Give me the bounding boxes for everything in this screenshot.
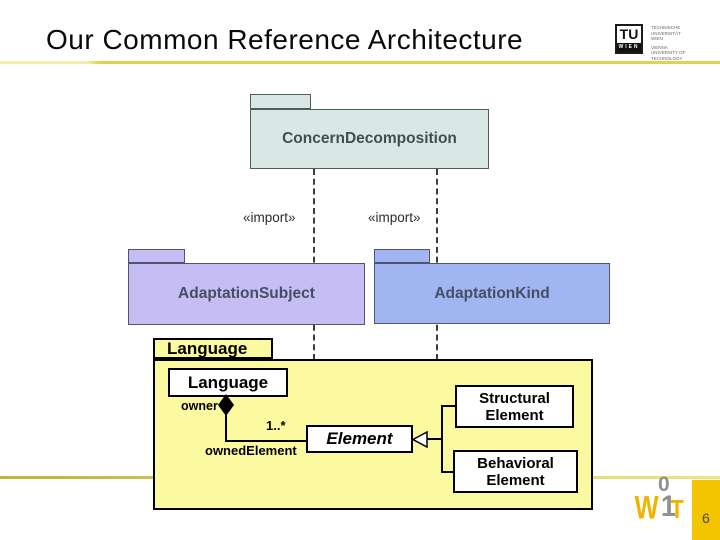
wit-logo-one: 1 bbox=[660, 490, 676, 523]
wit-logo-t: T bbox=[670, 494, 684, 524]
class-language-name: Language bbox=[187, 372, 269, 392]
tu-text-en-line: UNIVERSITY OF bbox=[651, 50, 686, 55]
wit-logo: 0 W 1 T bbox=[630, 470, 692, 540]
composition-diamond-icon bbox=[218, 394, 234, 416]
wit-logo-w: W bbox=[634, 489, 659, 526]
generalization-line-vertical bbox=[441, 405, 443, 473]
page-number: 6 bbox=[702, 510, 710, 526]
package-concern-decomposition: ConcernDecomposition bbox=[250, 109, 489, 169]
tu-logo-box: TU WIEN bbox=[615, 24, 643, 54]
package-adaptation-kind: AdaptationKind bbox=[374, 263, 610, 324]
package-adaptation-kind-label: AdaptationKind bbox=[434, 284, 550, 302]
tu-logo-text: TECHNISCHE UNIVERSITÄT WIEN VIENNA UNIVE… bbox=[651, 25, 685, 64]
class-behavioral-element-name: Behavioral Element bbox=[477, 455, 554, 489]
tu-text-en-line: TECHNOLOGY bbox=[651, 55, 683, 61]
class-structural-element: Structural Element bbox=[455, 385, 574, 428]
package-concern-decomposition-label: ConcernDecomposition bbox=[282, 130, 457, 147]
class-behavioral-line1: Behavioral bbox=[477, 454, 554, 472]
tu-city: WIEN bbox=[617, 43, 641, 52]
package-adaptation-subject: AdaptationSubject bbox=[128, 263, 365, 325]
tu-text-de-line: UNIVERSITÄT bbox=[651, 30, 681, 36]
package-adaptation-subject-label: AdaptationSubject bbox=[178, 285, 315, 302]
import-stereotype-left: «import» bbox=[243, 210, 296, 225]
class-behavioral-element: Behavioral Element bbox=[453, 450, 578, 493]
header-divider-line bbox=[0, 61, 720, 64]
package-language-tab: Language bbox=[153, 338, 273, 359]
class-element: Element bbox=[306, 425, 413, 453]
import-stereotype-right: «import» bbox=[368, 210, 421, 225]
class-structural-element-name: Structural Element bbox=[479, 390, 550, 424]
tu-text-en-line: VIENNA bbox=[651, 44, 668, 50]
generalization-line-to-structural bbox=[441, 405, 455, 407]
generalization-line-stub bbox=[427, 438, 442, 440]
tu-text-de-line: TECHNISCHE bbox=[651, 25, 681, 30]
class-language: Language bbox=[168, 368, 288, 397]
association-role-owner: owner bbox=[181, 399, 218, 413]
association-multiplicity: 1..* bbox=[266, 418, 286, 433]
composition-line-horizontal bbox=[225, 440, 306, 442]
composition-line-vertical bbox=[225, 414, 227, 442]
class-structural-line1: Structural bbox=[479, 389, 550, 407]
package-adaptation-subject-tab bbox=[128, 249, 185, 263]
slide-title: Our Common Reference Architecture bbox=[46, 24, 524, 55]
association-end-name: ownedElement bbox=[205, 443, 297, 458]
generalization-line-to-behavioral bbox=[441, 471, 453, 473]
tu-text-de-line: WIEN bbox=[651, 36, 663, 41]
wit-logo-zero: 0 bbox=[658, 473, 670, 496]
class-behavioral-line2: Element bbox=[486, 471, 545, 489]
package-language-label: Language bbox=[167, 338, 248, 358]
tu-wien-logo: TU WIEN TECHNISCHE UNIVERSITÄT WIEN VIEN… bbox=[615, 22, 715, 61]
class-element-name: Element bbox=[326, 429, 393, 448]
tu-acronym: TU bbox=[619, 26, 639, 42]
class-structural-line2: Element bbox=[485, 406, 544, 424]
page-number-box: 6 bbox=[692, 480, 720, 540]
generalization-arrow-icon bbox=[411, 430, 428, 449]
package-concern-decomposition-tab bbox=[250, 94, 311, 109]
package-adaptation-kind-tab bbox=[374, 249, 430, 263]
